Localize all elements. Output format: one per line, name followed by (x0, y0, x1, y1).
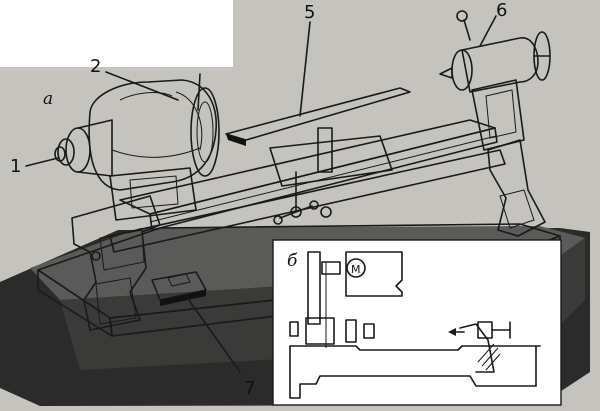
callout-1: 1 (10, 156, 21, 177)
view-letter-b: б (287, 251, 298, 271)
tailstock (439, 10, 551, 151)
inset-schematic (272, 239, 562, 406)
headstock (54, 79, 220, 221)
view-letter-a: а (43, 89, 53, 109)
right-pedestal (487, 139, 546, 237)
left-pedestal (71, 195, 161, 331)
motor-circle (346, 258, 366, 278)
lathe-bed (109, 119, 506, 253)
schematic-motor-block (345, 251, 403, 297)
callout-5: 5 (304, 2, 315, 23)
callout-7: 7 (244, 378, 255, 399)
callout-leaders (25, 15, 497, 373)
callout-2: 2 (90, 56, 101, 77)
blank-corner (0, 0, 233, 67)
motor-symbol-label: М (351, 263, 361, 276)
tool-rest (225, 87, 411, 225)
callout-6: 6 (496, 0, 507, 21)
motor-box (151, 271, 207, 306)
